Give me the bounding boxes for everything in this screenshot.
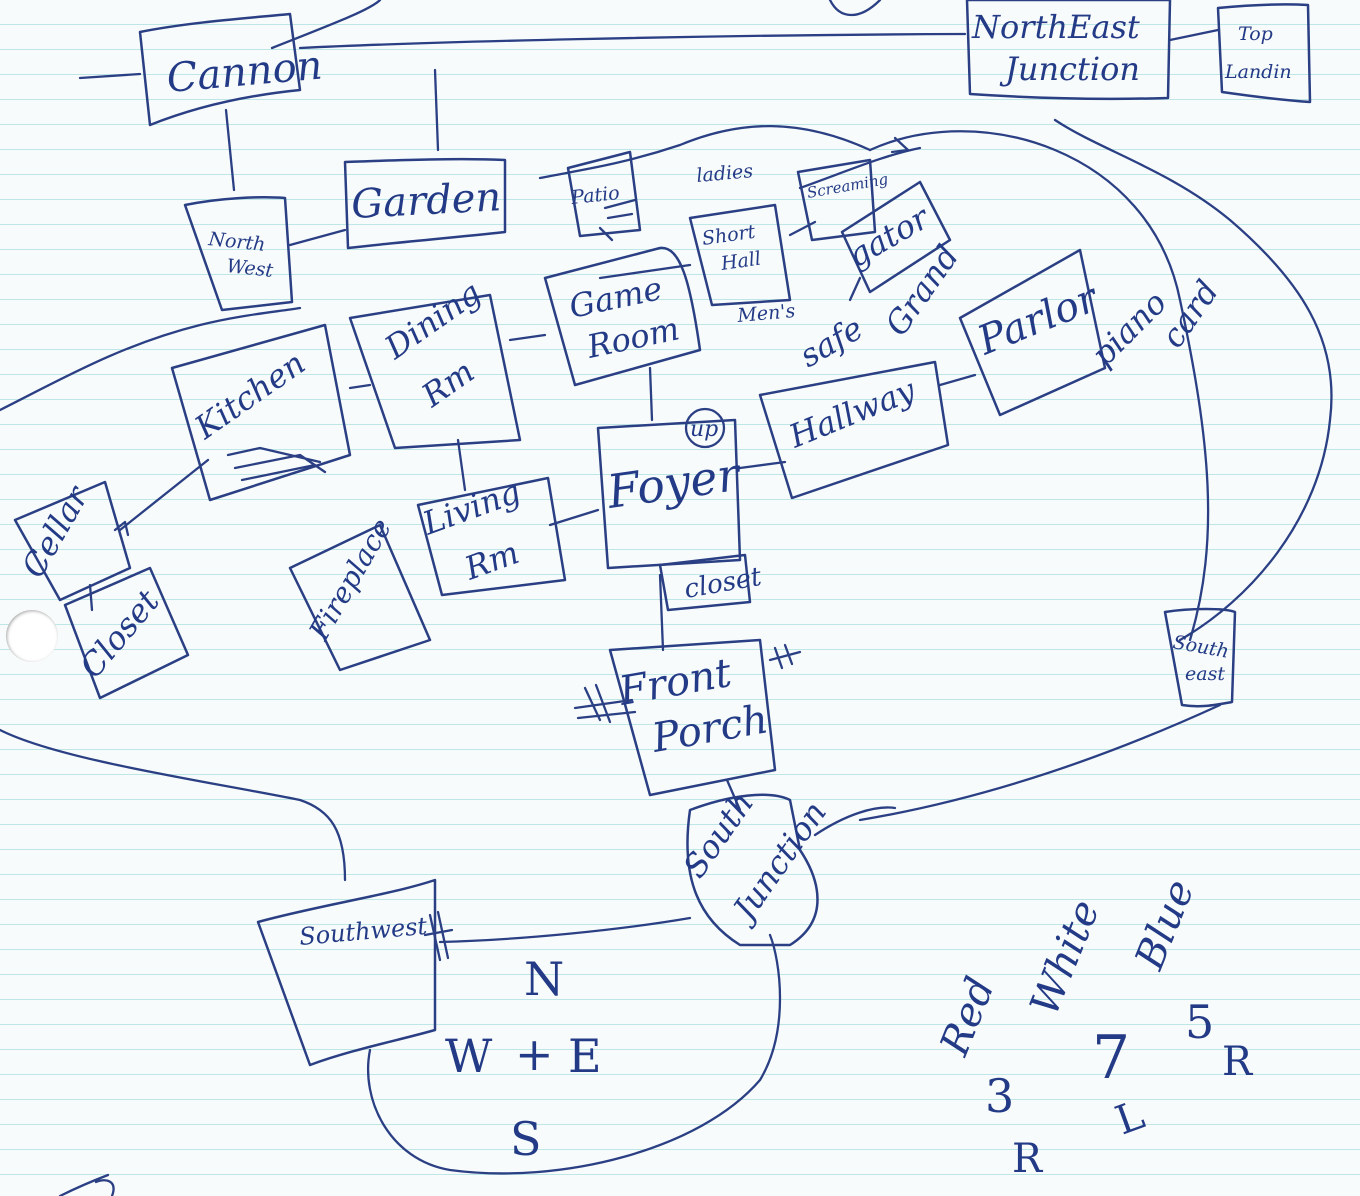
closet-foyer-label: closet	[682, 562, 764, 605]
stray-mark	[60, 1175, 114, 1196]
code-number-1: 3	[985, 1069, 1014, 1123]
south-east-label-2: east	[1185, 663, 1225, 685]
top-landing-box	[1218, 4, 1310, 102]
compass-rose: N W + E S	[445, 952, 602, 1166]
hallway-label: Hallway	[783, 370, 921, 455]
mens-note: Men's	[736, 300, 797, 327]
southwest-hash	[425, 912, 452, 960]
safe-note: safe	[793, 309, 869, 375]
code-number-2: 7	[1092, 1023, 1130, 1093]
up-note: up	[690, 417, 718, 442]
compass-n: N	[524, 952, 564, 1006]
code-dir-1: R	[1012, 1136, 1044, 1182]
south-east-label-1: South	[1171, 631, 1231, 662]
northeast-junction-label-2: Junction	[999, 50, 1140, 88]
closet-west-label: Closet	[72, 582, 167, 685]
top-landing-label-2: Landin	[1224, 61, 1292, 83]
color-code: Red White Blue 3 7 5 R L R	[931, 874, 1254, 1182]
code-color-red: Red	[931, 971, 1004, 1063]
ladies-note: ladies	[696, 160, 755, 187]
room-labels: Cannon NorthEast Junction Top Landin Nor…	[14, 8, 1292, 951]
compass-w: W	[445, 1029, 493, 1083]
cannon-label: Cannon	[165, 43, 324, 102]
short-hall-label-1: Short	[701, 221, 757, 250]
parlor-label: Parlor	[971, 274, 1107, 365]
short-hall-label-2: Hall	[719, 248, 763, 276]
cellar-label: Cellar	[14, 478, 97, 584]
southwest-box	[258, 880, 435, 1065]
code-dir-3: R	[1222, 1039, 1254, 1085]
screaming-label: Screaming	[806, 170, 890, 202]
foyer-label: Foyer	[603, 447, 745, 519]
southwest-label: Southwest	[298, 912, 428, 951]
kitchen-scribble	[228, 448, 325, 480]
compass-plus: +	[515, 1027, 554, 1081]
code-color-blue: Blue	[1126, 874, 1203, 977]
code-color-white: White	[1022, 894, 1109, 1022]
living-rm-label-2: Rm	[459, 533, 524, 588]
northeast-junction-label-1: NorthEast	[971, 8, 1140, 46]
compass-s: S	[510, 1112, 542, 1166]
north-west-label-1: North	[206, 228, 266, 256]
fireplace-label: Fireplace	[302, 513, 398, 647]
living-rm-label-1: Living	[417, 472, 526, 543]
code-dir-2: L	[1110, 1092, 1151, 1144]
garden-label: Garden	[350, 174, 502, 228]
code-number-3: 5	[1185, 995, 1214, 1049]
game-room-box	[545, 248, 700, 385]
north-west-box	[185, 197, 292, 310]
connector-lines	[0, 0, 1332, 1173]
room-boxes	[15, 0, 1310, 1065]
porch-hash-east	[770, 645, 800, 668]
north-west-label-2: West	[225, 255, 274, 282]
dining-rm-label-1: Dining	[377, 274, 488, 368]
top-landing-label-1: Top	[1238, 23, 1273, 45]
compass-e: E	[568, 1029, 602, 1083]
dining-rm-label-2: Rm	[414, 352, 481, 415]
